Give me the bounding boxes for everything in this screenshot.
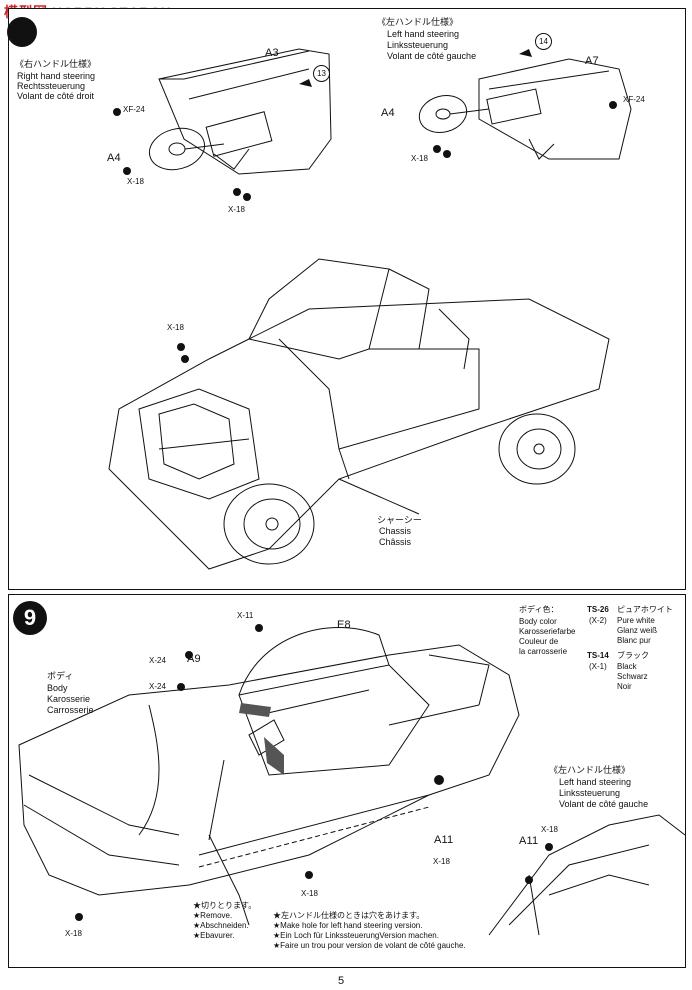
hole-jp: ★左ハンドル仕様のときは穴をあけます。 <box>273 911 425 920</box>
part-x24-b: X-24 <box>149 682 166 691</box>
part-a11: A11 <box>434 834 454 846</box>
ref-13: 13 <box>313 65 330 82</box>
part-x18-lhs: X-18 <box>411 154 428 163</box>
hole-en: ★Make hole for left hand steering versio… <box>273 921 423 930</box>
paint-c1-sub: (X-2) <box>589 616 607 625</box>
chassis-fr: Châssis <box>379 537 412 547</box>
paint-heading-jp: ボディ色： <box>519 605 559 614</box>
part-x18-rhs-b: X-18 <box>228 205 245 214</box>
lhs-en: Left hand steering <box>387 29 460 39</box>
rhs-en: Right hand steering <box>17 71 96 81</box>
paint-c2-jp: ブラック <box>617 651 649 660</box>
part-x18-c: X-18 <box>65 929 82 938</box>
part-a4-rhs: A4 <box>107 152 121 164</box>
part-x24-a: X-24 <box>149 656 166 665</box>
part-x11: X-11 <box>237 611 254 620</box>
part-x18-rhs-a: X-18 <box>127 177 144 186</box>
paint-c2-fr: Noir <box>617 682 632 691</box>
rhs-fr: Volant de côté droit <box>17 91 95 101</box>
step9-lhs-a11: A11 <box>519 835 539 847</box>
step-8-panel: 《右ハンドル仕様》 Right hand steering Rechtssteu… <box>7 8 686 590</box>
paint-c2-sub: (X-1) <box>589 662 607 671</box>
body-de: Karosserie <box>47 694 91 704</box>
cut-de: ★Abschneiden. <box>193 921 249 930</box>
body-fr: Carrosserie <box>47 705 94 715</box>
ref-14: 14 <box>535 33 552 50</box>
step-8-badge <box>7 17 37 47</box>
step9-lhs-fr: Volant de côté gauche <box>559 799 649 809</box>
chassis-jp: シャーシー <box>377 515 422 525</box>
cut-fr: ★Ebavurer. <box>193 931 235 940</box>
step9-lhs-de: Linkssteuerung <box>559 788 621 798</box>
cut-jp: ★切りとります。 <box>193 901 257 910</box>
step-8-illustration <box>108 48 632 570</box>
part-e8: E8 <box>337 619 351 631</box>
paint-c1-code: TS-26 <box>587 605 609 614</box>
part-x18-a: X-18 <box>433 857 450 866</box>
step9-lhs-en: Left hand steering <box>559 777 632 787</box>
paint-heading-en: Body color <box>519 617 557 626</box>
paint-c1-de: Glanz weiß <box>617 626 658 635</box>
part-a7: A7 <box>585 55 599 67</box>
step-9-illustration <box>18 624 685 936</box>
lhs-de: Linkssteuerung <box>387 40 449 50</box>
step9-lhs-jp: 《左ハンドル仕様》 <box>549 765 631 775</box>
paint-heading-de: Karosseriefarbe <box>519 627 576 636</box>
rhs-de: Rechtssteuerung <box>17 81 86 91</box>
paint-c1-fr: Blanc pur <box>617 636 651 645</box>
part-xf24-rhs: XF-24 <box>123 105 145 114</box>
rhs-jp: 《右ハンドル仕様》 <box>15 59 97 69</box>
paint-heading-fr1: Couleur de <box>519 637 559 646</box>
chassis-en: Chassis <box>379 526 412 536</box>
step-9-panel: 9 <box>8 594 686 968</box>
step-9-badge: 9 <box>13 601 47 635</box>
part-xf24-lhs: XF-24 <box>623 95 645 104</box>
lhs-fr: Volant de côté gauche <box>387 51 477 61</box>
paint-c1-jp: ピュアホワイト <box>617 605 673 614</box>
part-a9: A9 <box>187 653 201 665</box>
cut-en: ★Remove. <box>193 911 233 920</box>
hole-de: ★Ein Loch für LinkssteuerungVersion mach… <box>273 931 439 940</box>
paint-legend: ボディ色： Body color Karosseriefarbe Couleur… <box>519 605 685 695</box>
paint-heading-fr2: la carrosserie <box>519 647 568 656</box>
part-a3: A3 <box>265 47 279 59</box>
part-a4-lhs: A4 <box>381 107 395 119</box>
lhs-jp: 《左ハンドル仕様》 <box>377 17 459 27</box>
body-en: Body <box>47 683 68 693</box>
part-x18-b: X-18 <box>301 889 318 898</box>
hole-fr: ★Faire un trou pour version de volant de… <box>273 941 466 950</box>
page-number: 5 <box>338 975 345 987</box>
paint-c2-de: Schwarz <box>617 672 648 681</box>
step9-lhs-x18: X-18 <box>541 825 558 834</box>
paint-c2-code: TS-14 <box>587 651 609 660</box>
paint-c1-en: Pure white <box>617 616 655 625</box>
body-jp: ボディ <box>47 671 74 681</box>
chassis-x18: X-18 <box>167 323 184 332</box>
paint-c2-en: Black <box>617 662 637 671</box>
